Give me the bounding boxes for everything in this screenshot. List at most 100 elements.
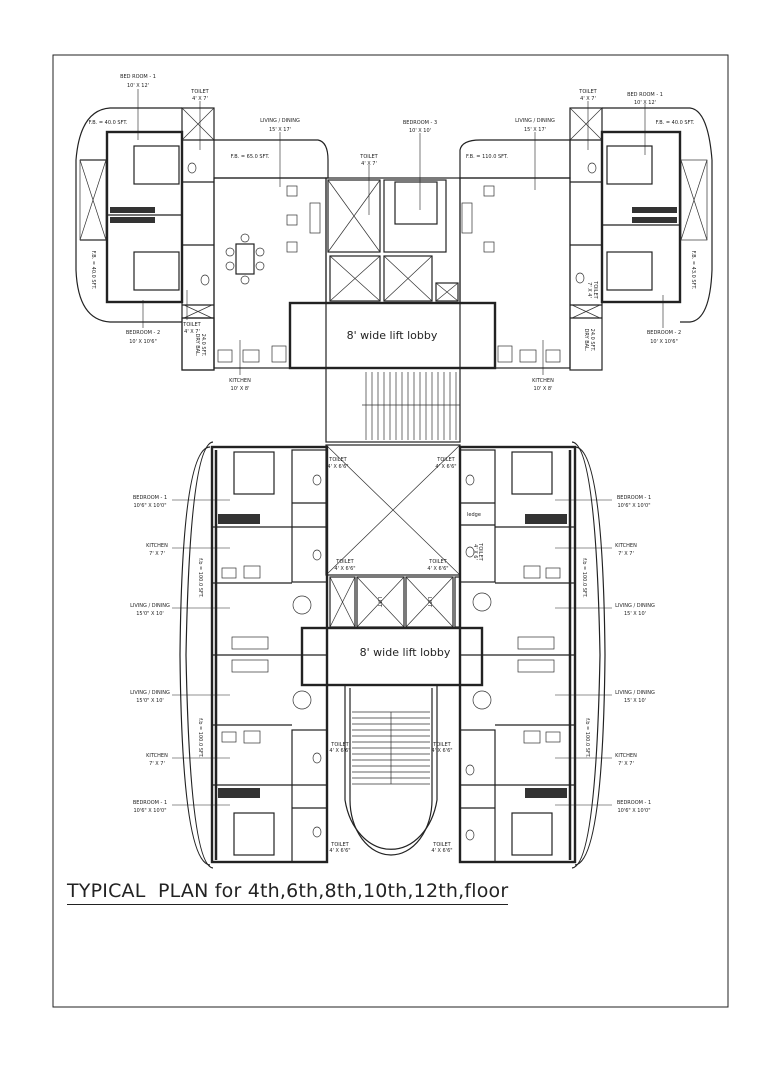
balcony-outline <box>459 139 571 179</box>
balcony-outline <box>179 446 211 866</box>
stove-icon <box>243 565 261 579</box>
sheet-border <box>52 54 729 1008</box>
label-kitchen-size: 7' X 7' <box>149 551 165 557</box>
label-toilet2-name: TOILET <box>592 280 598 299</box>
toilet-fixture-icon <box>200 274 210 286</box>
bed-icon <box>233 451 275 495</box>
label-bedroom1-size: 10' X 12' <box>127 83 149 89</box>
label-living-name: LIVING / DINING <box>130 690 170 696</box>
label-toilet-name: TOILET <box>428 559 447 565</box>
fridge-icon <box>271 345 287 363</box>
wardrobe <box>110 217 155 223</box>
dining-table-icon <box>235 243 255 275</box>
plan-title: TYPICAL PLAN for 4th,6th,8th,10th,12th,f… <box>67 880 509 905</box>
label-living-name: LIVING / DINING <box>515 118 555 124</box>
label-kitchen-size: 10' X 8' <box>534 386 553 392</box>
label-kitchen-size: 7' X 7' <box>618 761 634 767</box>
label-toilet-name: TOILET <box>330 842 349 848</box>
label-bedroom-size: 10'6" X 10'0" <box>133 808 166 814</box>
label-lift-lobby: 8' wide lift lobby <box>347 329 438 342</box>
label-bedroom-size: 10'6" X 10'0" <box>133 503 166 509</box>
label-fb-front: F.B. = 65.0 SFT. <box>231 154 270 160</box>
label-toilet-vertical-name: TOILET <box>477 542 483 561</box>
label-fb: f.b = 100.0 SFT. <box>581 558 587 598</box>
dining-table-icon <box>472 592 492 612</box>
label-fb: f.b = 100.0 SFT. <box>584 718 590 758</box>
label-toilet-name: TOILET <box>432 742 451 748</box>
label-ledge: ledge <box>467 512 481 518</box>
bottom-left-units <box>179 441 329 869</box>
label-living-name: LIVING / DINING <box>615 603 655 609</box>
label-lift: LIFT <box>376 597 382 608</box>
label-bedroom2-size: 10' X 10'6" <box>650 339 678 345</box>
bottom-right-units: ledge <box>458 441 606 869</box>
stove-icon <box>242 349 260 363</box>
label-bedroom-size: 10'6" X 10'0" <box>617 503 650 509</box>
lift-shaft <box>383 255 433 302</box>
sink-icon <box>217 349 233 363</box>
label-toilet-size: 4' X 6'6" <box>427 566 448 572</box>
wardrobe <box>218 788 260 798</box>
bed-icon <box>133 145 180 185</box>
label-drybal-area: 24.0 SFT. <box>589 329 595 352</box>
bed-icon <box>606 145 653 185</box>
label-bedroom1-size: 10' X 12' <box>634 100 656 106</box>
bed-icon <box>511 812 553 856</box>
label-living-name: LIVING / DINING <box>615 690 655 696</box>
label-kitchen-name: KITCHEN <box>146 543 168 549</box>
balcony-outline <box>75 107 182 323</box>
label-kitchen-name: KITCHEN <box>615 753 637 759</box>
balcony-outline <box>574 446 606 866</box>
label-living-size: 15' X 10' <box>624 698 646 704</box>
top-core <box>288 177 497 443</box>
stove-icon <box>519 349 537 363</box>
label-toilet-name: TOILET <box>328 457 347 463</box>
label-core-toilet-name: TOILET <box>359 154 378 160</box>
sofa-icon <box>231 659 269 673</box>
label-living-size: 15'0" X 10' <box>136 698 164 704</box>
top-left-unit <box>75 107 329 371</box>
label-fb-side: F.B. = 43.0 SFT. <box>690 251 696 290</box>
fridge-icon <box>497 345 513 363</box>
label-toilet2-size: 7' X 4' <box>586 282 592 298</box>
label-toilet-name: TOILET <box>432 842 451 848</box>
label-toilet-name: TOILET <box>578 89 597 95</box>
lift-shaft <box>329 255 381 302</box>
top-right-unit <box>459 107 713 371</box>
label-bedroom-name: BEDROOM - 1 <box>617 800 651 806</box>
label-bedroom-size: 10'6" X 10'0" <box>617 808 650 814</box>
sofa-icon <box>286 185 298 197</box>
sink-icon <box>545 349 561 363</box>
label-bedroom3-size: 10' X 10' <box>409 128 431 134</box>
label-living-size: 15' X 10' <box>624 611 646 617</box>
label-living-name: LIVING / DINING <box>260 118 300 124</box>
label-leaders <box>137 89 664 375</box>
dining-table-icon <box>292 690 312 710</box>
bed-icon <box>511 451 553 495</box>
label-living-size: 15' X 17' <box>269 127 291 133</box>
label-toilet-size: 4' X 6'6" <box>327 464 348 470</box>
bed-icon <box>233 812 275 856</box>
label-toilet2-size: 4' X 7' <box>184 329 200 335</box>
label-drybal-name: DRY BAL. <box>583 329 589 352</box>
label-fb: f.b = 100.0 SFT. <box>197 558 203 598</box>
label-bedroom-name: BEDROOM - 1 <box>133 495 167 501</box>
label-toilet-size: 4' X 7' <box>580 96 596 102</box>
bottom-plan: LIFT LIFT 8' wide lift lobby <box>130 441 655 869</box>
label-toilet-size: 4' X 6'6" <box>329 748 350 754</box>
label-toilet-name: TOILET <box>436 457 455 463</box>
label-kitchen-size: 7' X 7' <box>149 761 165 767</box>
dining-table-icon <box>292 595 312 615</box>
sofa-icon <box>231 636 269 650</box>
toilet-fixture-icon <box>187 162 197 174</box>
label-bedroom2-name: BEDROOM - 2 <box>126 330 160 336</box>
label-bedroom-name: BEDROOM - 1 <box>133 800 167 806</box>
label-fb-front: F.B. = 110.0 SFT. <box>466 154 508 160</box>
wardrobe <box>110 207 155 213</box>
label-bedroom1-name: BED ROOM - 1 <box>627 92 663 98</box>
sofa-icon <box>309 202 321 234</box>
label-drybal-name: DRY BAL. <box>194 334 200 357</box>
balcony-outline <box>602 107 713 323</box>
label-toilet-size: 4' X 7' <box>192 96 208 102</box>
